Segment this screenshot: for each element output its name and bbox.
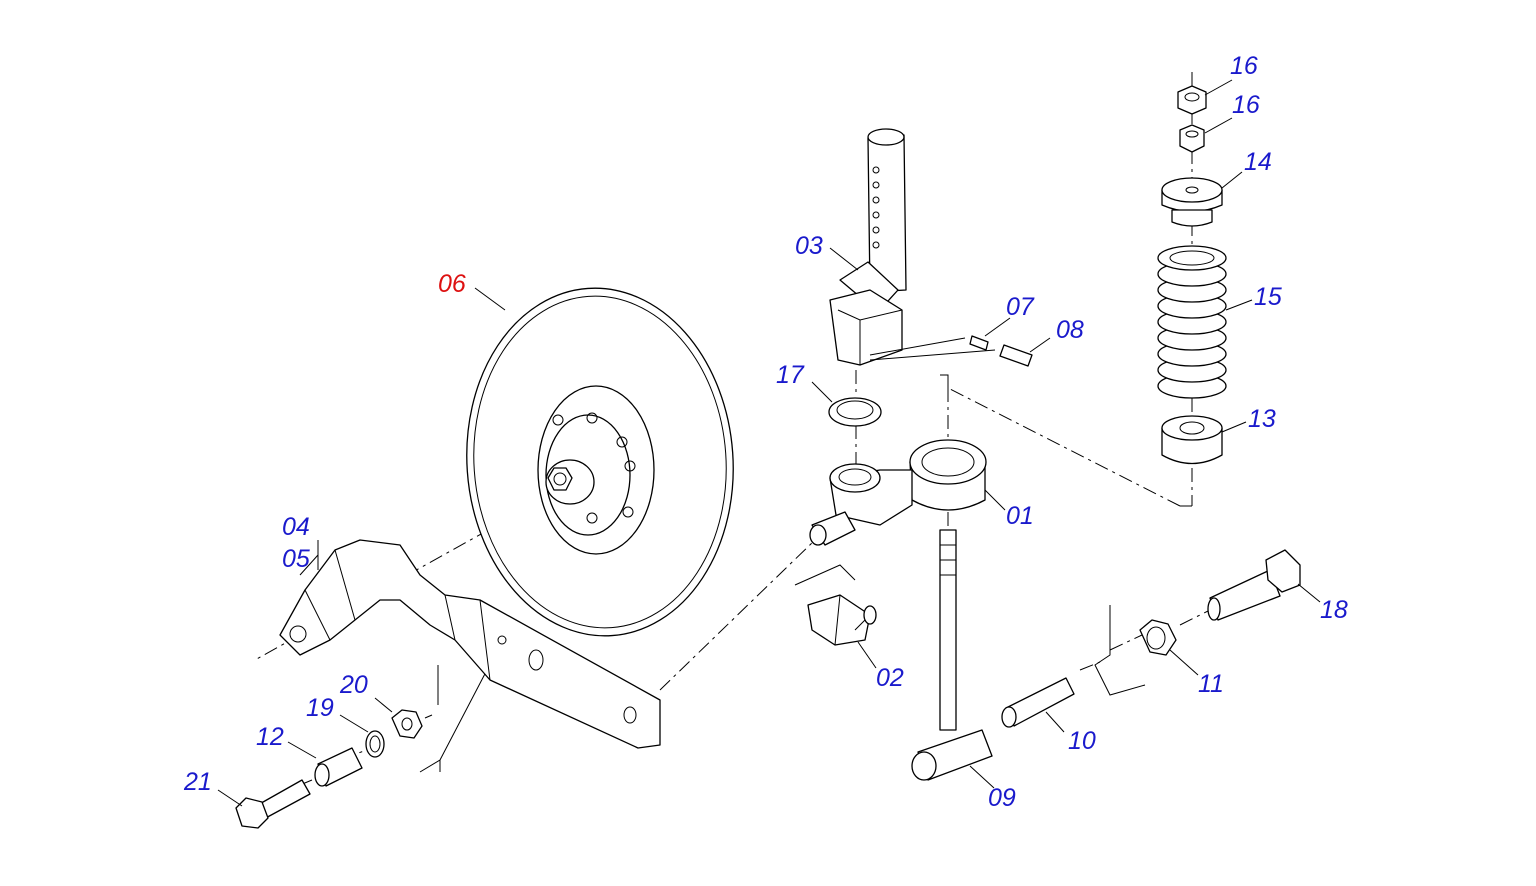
label-13: 13 <box>1248 405 1276 433</box>
label-06: 06 <box>438 270 466 298</box>
label-09: 09 <box>988 784 1016 812</box>
label-08: 08 <box>1056 316 1084 344</box>
label-18: 18 <box>1320 596 1348 624</box>
spring-part <box>1157 245 1227 399</box>
label-11: 11 <box>1198 670 1224 698</box>
small-hardware-part <box>235 709 423 829</box>
label-04: 04 <box>282 513 310 541</box>
ring-part <box>828 397 882 427</box>
label-16a: 16 <box>1230 52 1258 80</box>
label-05: 05 <box>282 545 310 573</box>
label-20: 20 <box>339 671 368 699</box>
cup-14-part <box>1161 177 1223 227</box>
leader-lines <box>217 79 1321 807</box>
label-16b: 16 <box>1232 91 1260 119</box>
label-02: 02 <box>876 664 904 692</box>
grease-fitting-part <box>807 594 877 646</box>
body-part <box>809 439 987 546</box>
label-15: 15 <box>1254 283 1282 311</box>
nuts-16-part <box>1177 85 1207 153</box>
label-07: 07 <box>1006 293 1035 321</box>
part-labels: 06 04 05 03 17 07 08 01 02 16 16 14 15 1… <box>183 52 1348 812</box>
handle-part <box>829 128 907 366</box>
rod-part <box>911 529 993 781</box>
bolt-18-part <box>1207 549 1301 621</box>
label-01: 01 <box>1006 502 1034 530</box>
sleeve-part <box>1001 677 1075 728</box>
label-17: 17 <box>776 361 805 389</box>
arm-part <box>279 539 661 749</box>
label-03: 03 <box>795 232 823 260</box>
label-10: 10 <box>1068 727 1096 755</box>
label-14: 14 <box>1244 148 1272 176</box>
label-12: 12 <box>256 723 284 751</box>
cup-13-part <box>1161 415 1223 465</box>
pins-part <box>869 335 1033 367</box>
nut-part <box>1139 619 1177 656</box>
label-19: 19 <box>306 694 334 722</box>
disc-part <box>466 287 734 637</box>
label-21: 21 <box>183 768 212 796</box>
